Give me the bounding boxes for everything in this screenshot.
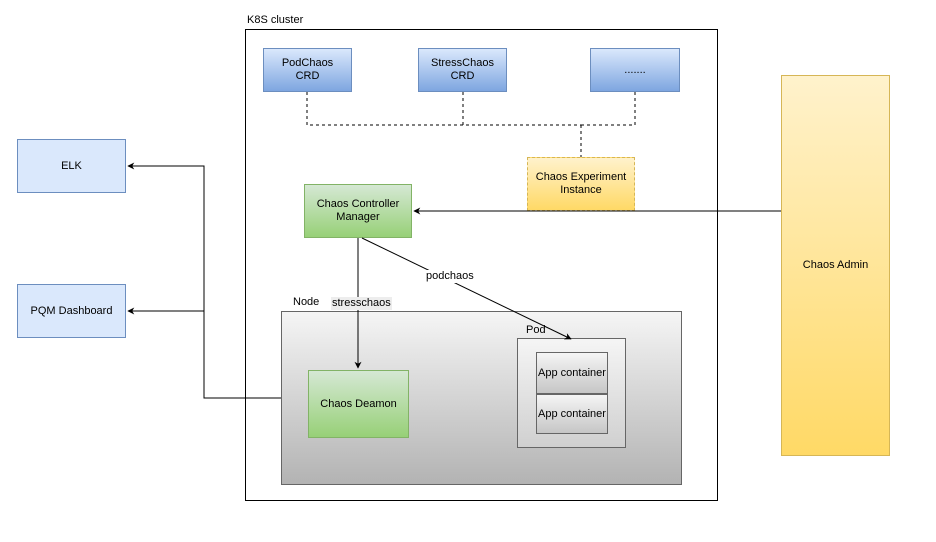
stresschaos-edge-label: stresschaos xyxy=(331,297,392,310)
pqm-dashboard-box[interactable]: PQM Dashboard xyxy=(17,284,126,338)
node-label: Node xyxy=(293,296,320,308)
app-container-2[interactable]: App container xyxy=(536,394,608,434)
app-container-1[interactable]: App container xyxy=(536,352,608,394)
k8s-cluster-label: K8S cluster xyxy=(247,14,304,26)
stresschaos-crd[interactable]: StressChaos CRD xyxy=(418,48,507,92)
elk-box[interactable]: ELK xyxy=(17,139,126,193)
podchaos-arrow xyxy=(361,237,572,340)
chaos-controller-manager[interactable]: Chaos Controller Manager xyxy=(304,184,412,238)
more-crds[interactable]: ....... xyxy=(590,48,680,92)
podchaos-edge-label: podchaos xyxy=(425,270,475,283)
k8s-cluster-boundary xyxy=(245,29,718,501)
pod-label: Pod xyxy=(526,324,546,336)
more-crds-link xyxy=(581,92,636,126)
node-to-elk-arrow xyxy=(127,162,281,399)
podchaos-crd-link xyxy=(306,92,581,126)
podchaos-crd[interactable]: PodChaos CRD xyxy=(263,48,352,92)
chaos-daemon[interactable]: Chaos Deamon xyxy=(308,370,409,438)
chaos-admin[interactable]: Chaos Admin xyxy=(781,75,890,456)
chaos-experiment-instance[interactable]: Chaos Experiment Instance xyxy=(527,157,635,211)
